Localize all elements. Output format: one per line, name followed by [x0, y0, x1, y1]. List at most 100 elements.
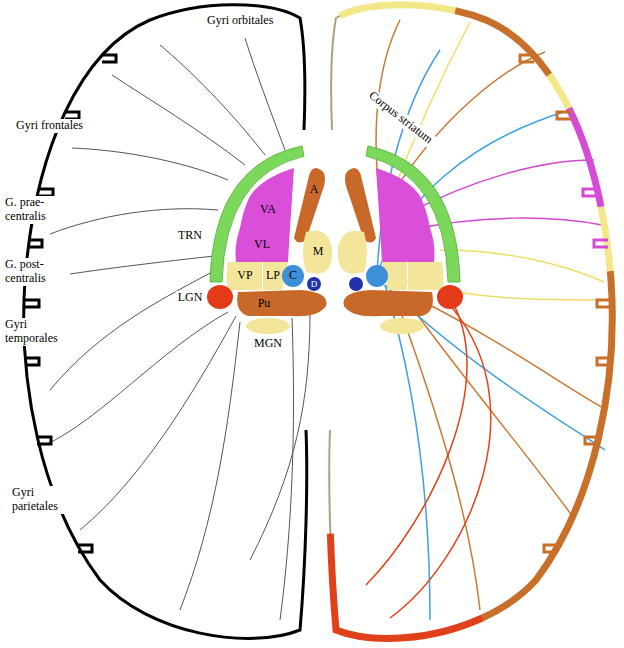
nucleus-shape: TRN	[172, 142, 308, 286]
cortex-projection-band-part	[329, 5, 612, 639]
right-fibers-part	[377, 110, 570, 276]
region-label: Gyri frontales	[14, 119, 85, 133]
left-sulci-part	[78, 545, 92, 552]
right-thalamus-part	[380, 228, 435, 262]
right-fibers-part	[390, 300, 491, 618]
left-sulci-part	[102, 55, 116, 62]
cortex-projection-band-part	[329, 5, 612, 639]
left-fibers-part	[112, 75, 245, 165]
nucleus-shape: C	[280, 263, 306, 289]
right-thalamus-part	[366, 146, 460, 282]
left-sulci-part	[37, 437, 51, 444]
nucleus-shape: LP	[260, 258, 292, 294]
left-fibers-part	[80, 316, 236, 530]
nucleus-shape: M	[298, 222, 338, 278]
nucleus-label: LGN	[176, 291, 205, 305]
right-fibers-part	[440, 250, 604, 282]
cortex-projection-band-part	[329, 5, 612, 639]
nucleus-label: VL	[254, 238, 270, 252]
left-sulci-part	[28, 240, 42, 247]
right-thalamus-part	[376, 168, 430, 228]
right-sulci-part	[597, 300, 611, 307]
right-fibers-part	[366, 298, 467, 585]
nucleus-outline	[230, 286, 332, 320]
left-sulci-part	[25, 358, 39, 365]
region-label: G. prae- centralis	[3, 196, 57, 224]
left-sulci-part	[25, 300, 39, 307]
nucleus-fill	[307, 277, 321, 291]
right-sulci-part	[594, 240, 608, 247]
right-thalamus	[338, 146, 463, 334]
right-thalamus-part	[344, 290, 433, 316]
left-fibers-part	[280, 318, 294, 620]
nucleus-shape: MGN	[240, 314, 296, 356]
nucleus-label: LP	[266, 269, 280, 283]
nucleus-fill	[236, 228, 291, 262]
nucleus-shape: LGN	[170, 282, 238, 312]
cortex-projection-band-part	[329, 5, 612, 639]
cortex-projection-band-part	[329, 5, 612, 639]
nucleus-label: VP	[237, 269, 252, 283]
right-sulci-part	[597, 358, 611, 365]
nucleus-label: M	[313, 245, 324, 259]
left-fibers-part	[160, 45, 265, 155]
nucleus-fill	[303, 231, 332, 274]
nucleus-fill	[240, 168, 294, 228]
nucleus-outline	[172, 142, 308, 286]
right-fibers-part	[385, 285, 430, 620]
cortex-projection-band	[329, 5, 612, 639]
cortex-projection-band-part	[329, 5, 612, 639]
right-hemisphere-outline	[329, 5, 612, 639]
right-thalamus-part	[380, 318, 424, 334]
left-sulci-part	[39, 189, 53, 196]
nucleus-label: C	[289, 269, 297, 283]
nucleus-shape: VL	[232, 226, 292, 266]
right-sulci-part	[557, 112, 571, 119]
nucleus-outline	[236, 164, 298, 232]
left-fibers-part	[245, 38, 285, 150]
right-sulci-part	[585, 437, 599, 444]
right-sulci-part	[583, 189, 597, 196]
nucleus-fill	[263, 262, 288, 290]
nucleus-shape: A	[290, 164, 332, 250]
left-fibers-part	[180, 322, 240, 610]
nucleus-shape: Pu	[230, 286, 332, 320]
nucleus-fill	[227, 262, 263, 290]
nucleus-shape: VP	[222, 258, 266, 294]
region-label: G. post- centralis	[3, 258, 57, 286]
nucleus-fill	[207, 285, 233, 309]
cortex-projection-band-part	[329, 5, 612, 639]
left-sulci-part	[65, 112, 79, 119]
nucleus-label: A	[310, 183, 319, 197]
left-fibers-part	[50, 272, 212, 390]
nucleus-fill	[210, 146, 304, 282]
right-thalamus-part	[408, 262, 444, 290]
nucleus-shape: D	[305, 275, 323, 293]
nucleus-label: VA	[260, 203, 276, 217]
left-fibers-part	[72, 148, 228, 180]
region-label: Gyri parietales	[10, 486, 72, 514]
right-thalamus-part	[437, 285, 463, 309]
region-label: Gyri temporales	[3, 318, 71, 346]
nucleus-label: Pu	[258, 297, 271, 311]
right-thalamus-part	[349, 277, 363, 291]
right-sulci	[520, 55, 611, 552]
right-thalamus-part	[366, 265, 388, 287]
nucleus-shape: VA	[236, 164, 298, 232]
nucleus-fill	[282, 265, 304, 287]
region-label: Gyri orbitales	[205, 14, 275, 28]
nucleus-label: MGN	[252, 337, 284, 351]
right-sulci-part	[520, 55, 534, 62]
nucleus-outline	[290, 164, 332, 250]
right-sulci-part	[544, 545, 558, 552]
nucleus-label: TRN	[176, 229, 204, 243]
right-thalamus-part	[338, 231, 367, 274]
nucleus-fill	[237, 290, 326, 316]
left-fibers-part	[250, 312, 310, 560]
nucleus-fill	[246, 318, 290, 334]
nucleus-fill	[294, 168, 325, 243]
nucleus-label: D	[311, 279, 318, 289]
